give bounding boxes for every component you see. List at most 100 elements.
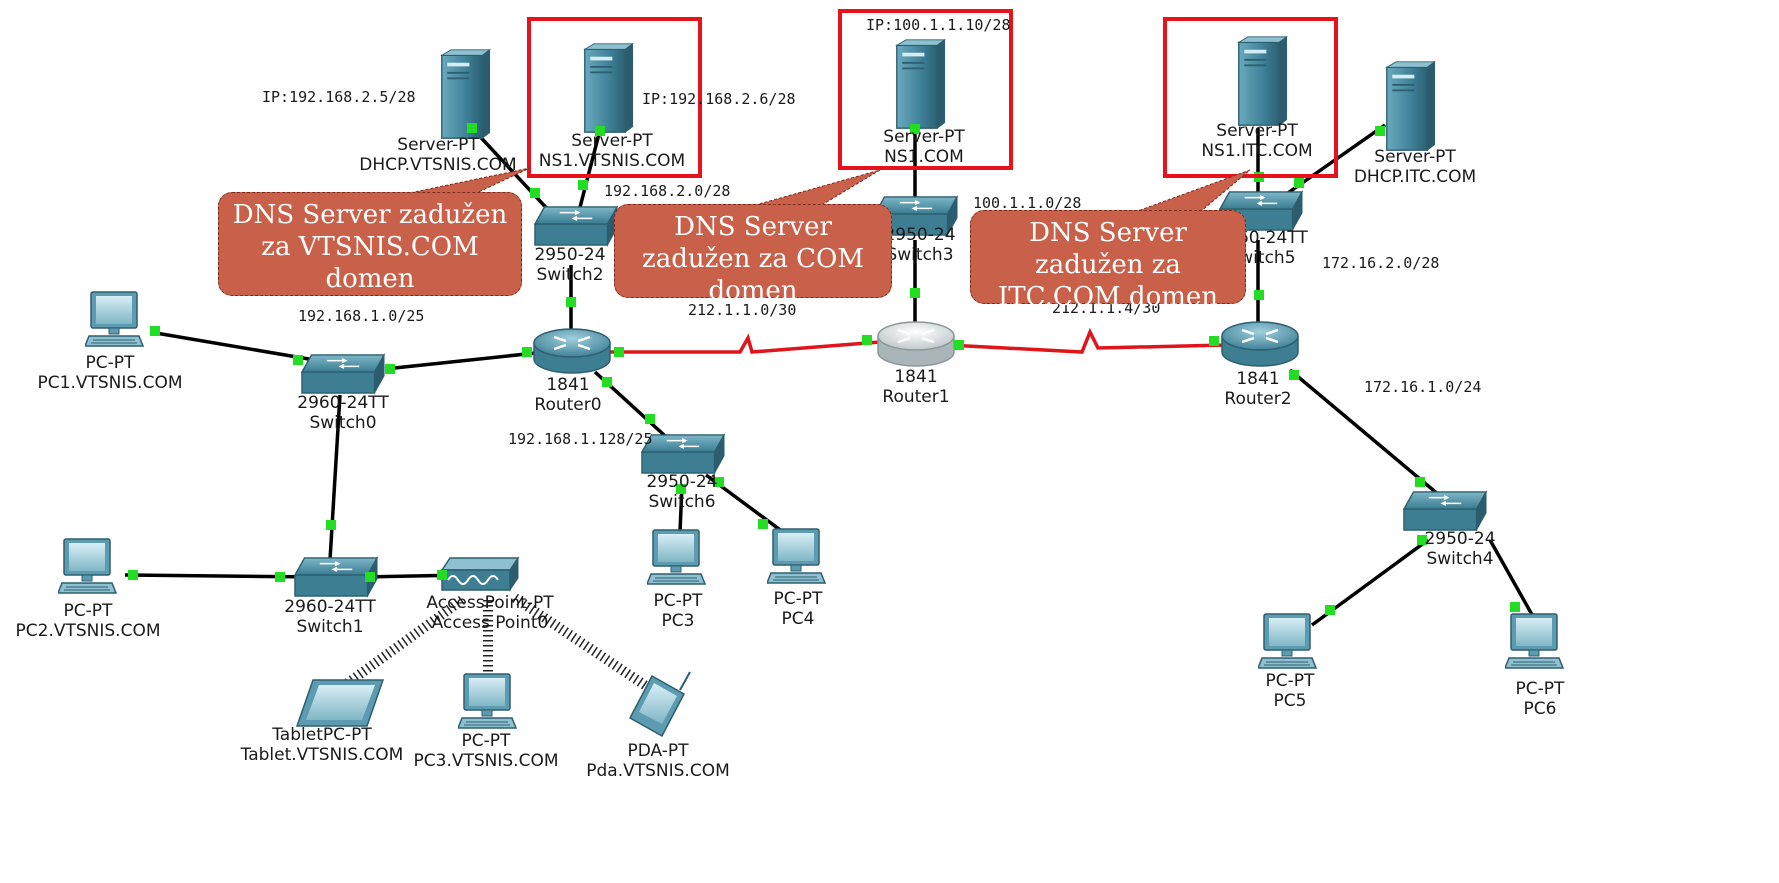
label-tablet-name: Tablet.VTSNIS.COM xyxy=(240,745,404,765)
label-ns1-vtsnis-name: NS1.VTSNIS.COM xyxy=(538,151,686,171)
label-ns1-itc-name: NS1.ITC.COM xyxy=(1201,141,1313,161)
port-dot xyxy=(595,126,605,136)
port-dot xyxy=(910,288,920,298)
port-dot xyxy=(293,355,303,365)
port-dot xyxy=(1325,605,1335,615)
label-pda-name: Pda.VTSNIS.COM xyxy=(586,761,730,781)
label-router1-name: Router1 xyxy=(882,387,950,407)
label-switch0-model: 2960-24TT xyxy=(297,393,389,413)
label-pc2-type: PC-PT xyxy=(63,601,113,621)
port-dot xyxy=(1209,336,1219,346)
label-pc3-name: PC3 xyxy=(661,611,695,631)
port-dot xyxy=(1375,126,1385,136)
port-dot xyxy=(714,477,724,487)
label-ap-type: AccessPoint-PT xyxy=(426,593,554,613)
label-switch2-name: Switch2 xyxy=(536,265,604,285)
callout-dns-itc: DNS Server zadužen za ITC.COM domen xyxy=(970,210,1246,312)
net-label-212-1-1-0: 212.1.1.0/30 xyxy=(688,301,797,319)
label-pc1-type: PC-PT xyxy=(85,353,135,373)
port-dot xyxy=(578,180,588,190)
port-dot xyxy=(150,326,160,336)
port-dot xyxy=(1294,178,1304,188)
port-dot xyxy=(602,377,612,387)
label-dhcp-vtsnis-name: DHCP.VTSNIS.COM xyxy=(359,155,517,175)
cable-pc2-switch1 xyxy=(124,573,321,579)
net-label-172-16-1: 172.16.1.0/24 xyxy=(1364,378,1482,396)
port-dot xyxy=(467,123,477,133)
label-switch1-name: Switch1 xyxy=(296,617,364,637)
cable-switch4-pc6 xyxy=(1488,539,1537,621)
label-router2-model: 1841 xyxy=(1236,369,1280,389)
label-pc3-type: PC-PT xyxy=(653,591,703,611)
label-pc4-name: PC4 xyxy=(781,609,815,629)
port-dot xyxy=(1289,370,1299,380)
port-dot xyxy=(566,297,576,307)
port-dot xyxy=(910,124,920,134)
label-router2-name: Router2 xyxy=(1224,389,1292,409)
callout-dns-com: DNS Server zadužen za COM domen xyxy=(614,204,892,306)
port-dot xyxy=(1510,602,1520,612)
port-dot xyxy=(1415,477,1425,487)
label-switch4-name: Switch4 xyxy=(1426,549,1494,569)
callout-dns-vtsnis: DNS Server zadužen za VTSNIS.COM domen xyxy=(218,192,522,296)
callout-pointer-itc xyxy=(1134,169,1251,213)
cable-ns1vtsnis-switch2 xyxy=(576,129,602,216)
ip-ns1-com: IP:100.1.1.10/28 xyxy=(866,16,1011,34)
label-ns1-com-type: Server-PT xyxy=(883,127,965,147)
serial-router1-router2 xyxy=(947,327,1227,354)
serial-router0-router1 xyxy=(603,333,881,354)
label-switch3-name: Switch3 xyxy=(886,245,954,265)
port-dot xyxy=(954,340,964,350)
label-switch4-model: 2950-24 xyxy=(1424,529,1496,549)
label-pc6-name: PC6 xyxy=(1523,699,1557,719)
net-label-192-168-1-0: 192.168.1.0/25 xyxy=(298,307,425,325)
net-label-192-168-1-128: 192.168.1.128/25 xyxy=(508,430,653,448)
cable-switch0-router0 xyxy=(384,350,546,371)
label-ns1-itc-type: Server-PT xyxy=(1216,121,1298,141)
label-ap-name: Access Point0 xyxy=(431,613,549,633)
label-switch0-name: Switch0 xyxy=(309,413,377,433)
port-dot xyxy=(862,335,872,345)
cable-dhcp-switch2 xyxy=(470,126,555,217)
port-dot xyxy=(1417,535,1427,545)
label-ns1-com-name: NS1.COM xyxy=(884,147,964,167)
label-router0-model: 1841 xyxy=(546,375,590,395)
label-pc5-type: PC-PT xyxy=(1265,671,1315,691)
port-dot xyxy=(758,519,768,529)
label-pc4-type: PC-PT xyxy=(773,589,823,609)
port-dot xyxy=(128,570,138,580)
label-switch2-model: 2950-24 xyxy=(534,245,606,265)
label-pc3-vtsnis-name: PC3.VTSNIS.COM xyxy=(413,751,559,771)
port-dot xyxy=(437,570,447,580)
callout-pointer-com xyxy=(751,169,881,207)
net-label-172-16-2: 172.16.2.0/28 xyxy=(1322,254,1440,272)
port-dots xyxy=(128,123,1520,615)
highlight-ns1-itc xyxy=(1163,17,1338,178)
label-tablet-type: TabletPC-PT xyxy=(272,725,372,745)
net-label-100-1-1: 100.1.1.0/28 xyxy=(973,194,1082,212)
label-router1-model: 1841 xyxy=(894,367,938,387)
label-pc3-vtsnis-type: PC-PT xyxy=(461,731,511,751)
label-switch6-model: 2950-24 xyxy=(646,472,718,492)
label-dhcp-itc-name: DHCP.ITC.COM xyxy=(1353,167,1477,187)
label-pc2-name: PC2.VTSNIS.COM xyxy=(15,621,161,641)
port-dot xyxy=(385,364,395,374)
port-dot xyxy=(530,188,540,198)
port-dot xyxy=(365,572,375,582)
label-router0-name: Router0 xyxy=(534,395,602,415)
port-dot xyxy=(645,414,655,424)
highlight-ns1-com xyxy=(838,9,1013,170)
label-dhcp-itc-type: Server-PT xyxy=(1374,147,1456,167)
ip-dhcp-vtsnis: IP:192.168.2.5/28 xyxy=(262,88,416,106)
net-label-192-168-2: 192.168.2.0/28 xyxy=(604,182,731,200)
ip-ns1-vtsnis: IP:192.168.2.6/28 xyxy=(642,90,796,108)
port-dot xyxy=(522,347,532,357)
label-ns1-vtsnis-type: Server-PT xyxy=(571,131,653,151)
label-dhcp-vtsnis-type: Server-PT xyxy=(397,135,479,155)
label-switch3-model: 2950-24 xyxy=(884,225,956,245)
label-pda-type: PDA-PT xyxy=(627,741,689,761)
label-pc1-name: PC1.VTSNIS.COM xyxy=(37,373,183,393)
port-dot xyxy=(614,347,624,357)
